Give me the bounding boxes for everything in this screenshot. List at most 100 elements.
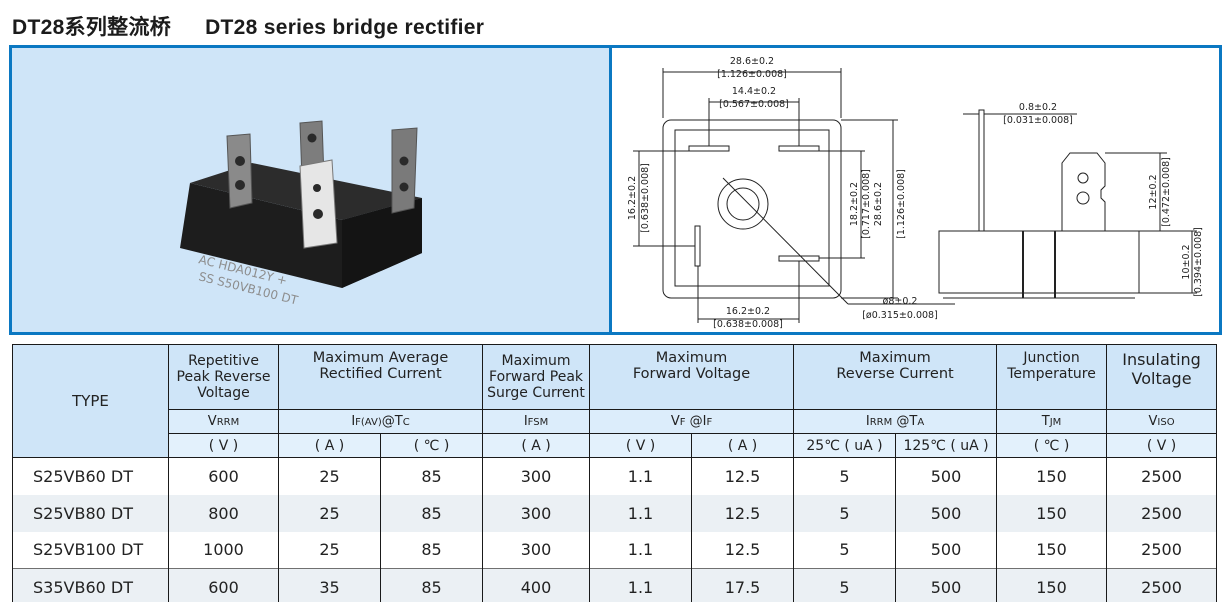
type-cell: S25VB100 DT	[12, 531, 169, 569]
value-cell: 500	[895, 568, 998, 602]
type-cell: S35VB60 DT	[12, 568, 169, 602]
side-view-pin	[978, 109, 985, 232]
unit-cell: 25℃ ( uA )	[793, 433, 897, 458]
symbol-tjm: TJM	[996, 409, 1108, 434]
dim-pin-span-in: [0.567±0.008]	[719, 99, 789, 110]
value-cell: 25	[278, 531, 381, 569]
body-side	[342, 198, 422, 288]
dim-height-mm: 28.6±0.2	[873, 182, 884, 226]
pad-left	[694, 225, 701, 267]
value-cell: 35	[278, 568, 381, 602]
side-view-body	[938, 230, 1140, 294]
type-cell: S25VB60 DT	[12, 457, 169, 495]
pad-top-left	[688, 145, 730, 152]
mount-hole-outer	[717, 178, 769, 230]
value-cell: 1.1	[589, 531, 693, 569]
symbol-row: VRRM IF(AV)@TC IFSM VF @IF IRRM @TA TJM …	[13, 409, 1218, 434]
value-cell: 17.5	[691, 568, 795, 602]
unit-cell: ( A )	[691, 433, 795, 458]
dim-pin-len-mm: 12±0.2	[1148, 174, 1159, 209]
value-cell: 1.1	[589, 457, 693, 495]
value-cell: 500	[895, 531, 998, 569]
value-cell: 2500	[1106, 568, 1218, 602]
value-cell: 5	[793, 531, 897, 569]
dim-bottom-in: [0.638±0.008]	[713, 319, 783, 330]
dim-inner-mm: 18.2±0.2	[849, 182, 860, 226]
value-cell: 25	[278, 494, 381, 532]
value-cell: 150	[996, 457, 1108, 495]
dim-body-h-mm: 10±0.2	[1181, 244, 1192, 279]
dim-height-in: [1.126±0.008]	[896, 169, 907, 239]
title-chinese: DT28系列整流桥	[12, 16, 172, 39]
value-cell: 2500	[1106, 457, 1218, 495]
value-cell: 500	[895, 457, 998, 495]
dim-pin-span-mm: 14.4±0.2	[732, 86, 776, 97]
value-cell: 800	[168, 494, 279, 532]
mount-hole-inner	[726, 187, 760, 221]
unit-cell: ( ℃ )	[996, 433, 1108, 458]
dim-hole-mm: ø8±0.2	[883, 296, 918, 307]
symbol-ifav: IF(AV)@TC	[277, 409, 484, 434]
symbol-ifsm: IFSM	[482, 409, 591, 434]
value-cell: 1.1	[589, 568, 693, 602]
symbol-vrrm: VRRM	[168, 409, 279, 434]
dim-width-mm: 28.6±0.2	[730, 56, 774, 67]
dim-pin-len-in: [0.472±0.008]	[1161, 157, 1172, 227]
unit-cell: ( ℃ )	[379, 433, 484, 458]
pin-right	[391, 127, 418, 214]
value-cell: 1000	[168, 531, 279, 569]
dim-hole-in: [ø0.315±0.008]	[862, 310, 938, 321]
dim-left-mm: 16.2±0.2	[627, 176, 638, 220]
value-cell: 500	[895, 494, 998, 532]
value-cell: 85	[379, 457, 484, 495]
value-cell: 600	[168, 457, 279, 495]
value-cell: 300	[482, 457, 591, 495]
value-cell: 85	[379, 568, 484, 602]
value-cell: 150	[996, 531, 1108, 569]
value-cell: 5	[793, 494, 897, 532]
dim-pin-thick-in: [0.031±0.008]	[1003, 115, 1073, 126]
dimension-drawing: 28.6±0.2 [1.126±0.008] 14.4±0.2 [0.567±0…	[615, 48, 1219, 332]
unit-cell: ( V )	[589, 433, 693, 458]
value-cell: 400	[482, 568, 591, 602]
value-cell: 2500	[1106, 494, 1218, 532]
outline-drawing: 28.6±0.2 [1.126±0.008] 14.4±0.2 [0.567±0…	[627, 56, 1204, 330]
symbol-vf: VF @IF	[589, 409, 795, 434]
value-cell: 85	[379, 494, 484, 532]
dim-left-in: [0.638±0.008]	[640, 163, 651, 233]
dim-width-in: [1.126±0.008]	[717, 69, 787, 80]
value-cell: 12.5	[691, 457, 795, 495]
unit-row: ( V ) ( A ) ( ℃ ) ( A ) ( V ) ( A ) 25℃ …	[13, 433, 1218, 458]
value-cell: 600	[168, 568, 279, 602]
title-english: DT28 series bridge rectifier	[205, 16, 485, 39]
dim-pin-thick-mm: 0.8±0.2	[1019, 102, 1057, 113]
unit-cell: ( V )	[1106, 433, 1218, 458]
product-photo: AC HDA012Y + SS S50VB100 DT	[12, 48, 612, 332]
pad-top-right	[778, 145, 820, 152]
side-view-tab	[1061, 152, 1106, 231]
value-cell: 12.5	[691, 531, 795, 569]
unit-cell: ( V )	[168, 433, 279, 458]
value-cell: 300	[482, 494, 591, 532]
dim-inner-in: [0.717±0.008]	[861, 169, 872, 239]
page-title: DT28系列整流桥 DT28 series bridge rectifier	[12, 11, 484, 39]
pin-front	[299, 159, 338, 249]
pin-left	[226, 133, 253, 209]
value-cell: 2500	[1106, 531, 1218, 569]
value-cell: 5	[793, 568, 897, 602]
symbol-irrm: IRRM @TA	[793, 409, 998, 434]
